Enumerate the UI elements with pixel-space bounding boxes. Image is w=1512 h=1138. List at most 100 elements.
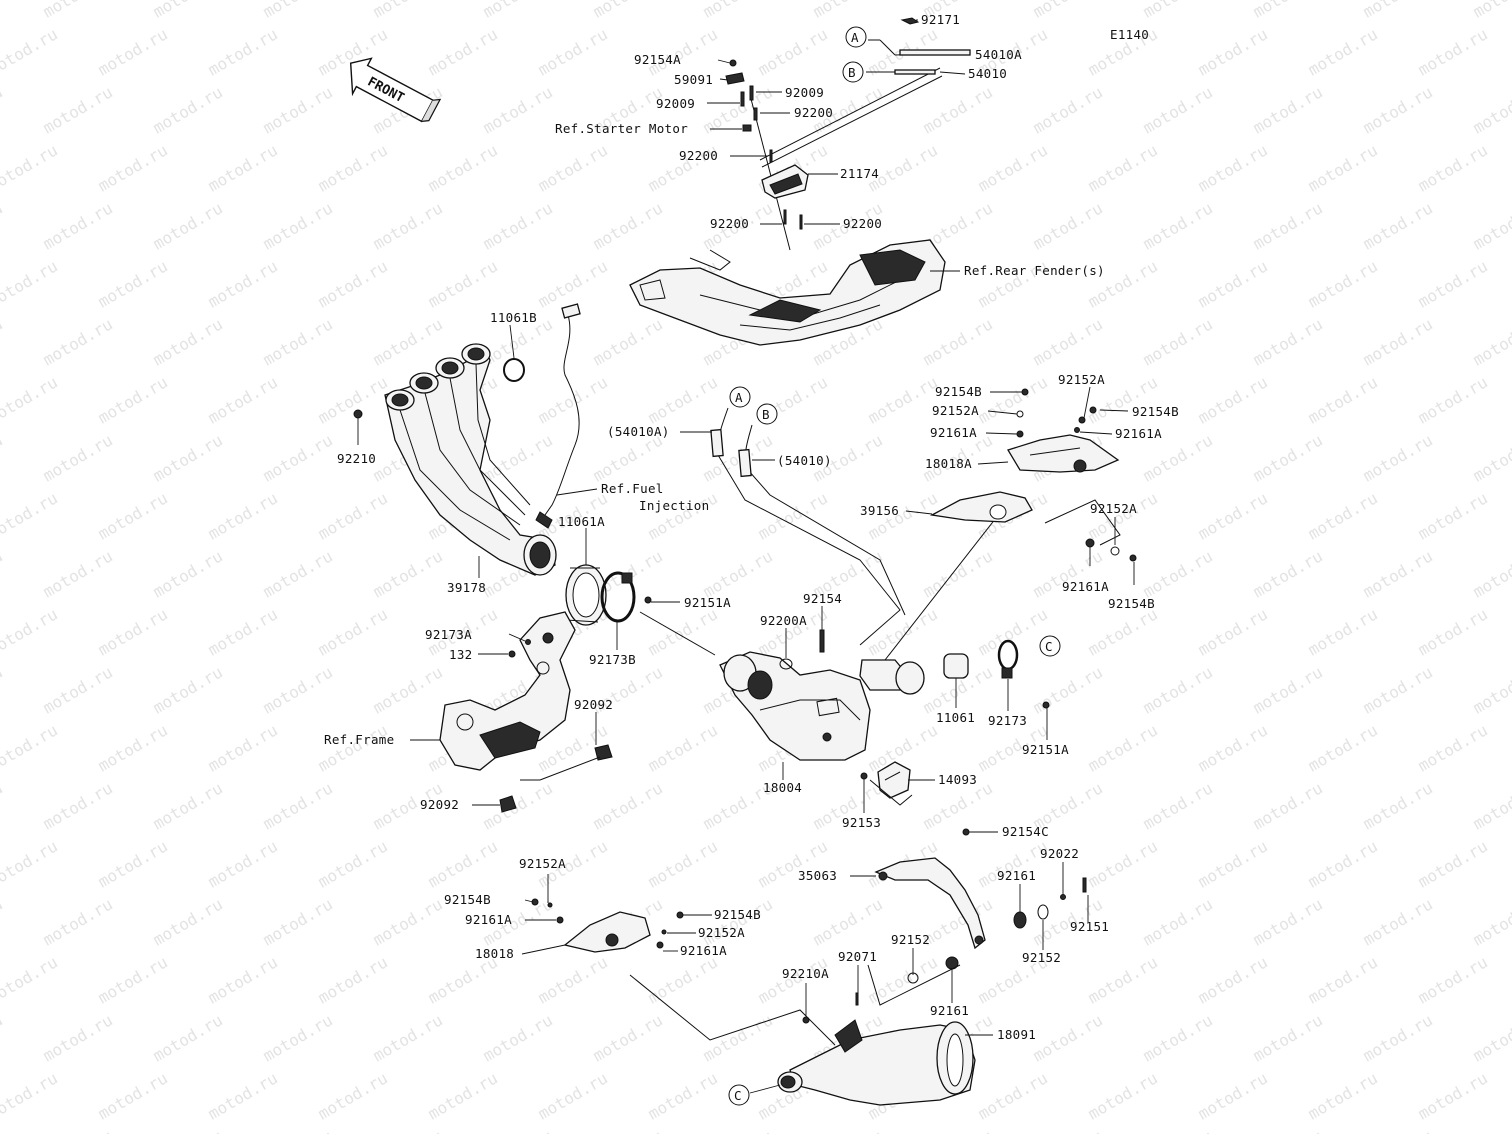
watermark-text: motod.ru [1140,314,1216,369]
watermark-text: motod.ru [205,140,281,195]
diagram-code: E1140 [1110,27,1149,42]
watermark-text: motod.ru [1360,894,1436,949]
callout-c-bottom: C [734,1088,742,1103]
watermark-text: motod.ru [1195,604,1271,659]
label-92152a-b: 92152A [1058,372,1105,387]
clip-92171 [900,17,920,25]
watermark-text: motod.ru [1030,1010,1106,1065]
watermark-text: motod.ru [535,140,611,195]
watermark-text: motod.ru [700,1010,776,1065]
watermark-text: motod.ru [865,372,941,427]
watermark-text: motod.ru [1305,140,1381,195]
pin-92200b [769,149,773,163]
watermark-text: motod.ru [1250,314,1326,369]
label-92161a-d: 92161A [465,912,512,927]
watermark-text: motod.ru [260,1010,336,1065]
watermark-text: motod.ru [1140,546,1216,601]
watermark-text: motod.ru [755,24,831,79]
watermark-text: motod.ru [0,198,6,253]
watermark-text: motod.ru [40,1010,116,1065]
label-92154b-e: 92154B [714,907,761,922]
watermark-text: motod.ru [975,604,1051,659]
watermark-text: motod.ru [425,836,501,891]
watermark-text: motod.ru [370,0,446,21]
watermark-text: motod.ru [1470,198,1512,253]
watermark-text: motod.ru [1085,836,1161,891]
watermark-text: motod.ru [480,82,556,137]
watermark-text: motod.ru [1195,140,1271,195]
watermark-text: motod.ru [1195,836,1271,891]
label-92200-b: 92200 [679,148,718,163]
label-92161: 92161 [997,868,1036,883]
watermark-text: motod.ru [645,372,721,427]
seal-59091 [725,72,745,85]
watermark-text: motod.ru [1360,0,1436,21]
nut-92210 [353,409,363,419]
watermark-text: motod.ru [1030,314,1106,369]
watermark-text: motod.ru [95,836,171,891]
watermark-text: motod.ru [95,372,171,427]
watermark-text: motod.ru [1305,488,1381,543]
watermark-text: motod.ru [700,0,776,21]
watermark-text: motod.ru [1305,604,1381,659]
watermark-text: motod.ru [260,546,336,601]
watermark-text: motod.ru [480,430,556,485]
gasket-11061b [503,358,525,382]
watermark-text: motod.ru [1195,1068,1271,1123]
label-59091: 59091 [674,72,713,87]
watermark-text: motod.ru [150,546,226,601]
watermark-text: motod.ru [590,198,666,253]
watermark-text: motod.ru [0,720,61,775]
collar-92200a [779,658,793,670]
watermark-text: motod.ru [1250,430,1326,485]
watermark-text: motod.ru [370,546,446,601]
watermark-text: motod.ru [205,836,281,891]
watermark-text: motod.ru [0,488,61,543]
exhaust-valve-cables [639,407,1011,661]
leader-lines [357,19,1135,1094]
pin-92009b [749,85,754,101]
watermark-text: motod.ru [150,0,226,21]
watermark-text: motod.ru [95,24,171,79]
muffler-18091 [777,992,976,1106]
watermark-text: motod.ru [1140,198,1216,253]
watermark-text: motod.ru [150,662,226,717]
watermark-text: motod.ru [260,662,336,717]
watermark-text: motod.ru [810,0,886,21]
watermark-text: motod.ru [150,1126,226,1134]
callout-b-mid: B [762,407,770,422]
watermark-text: motod.ru [95,720,171,775]
label-14093: 14093 [938,772,977,787]
watermark-text: motod.ru [1470,430,1512,485]
label-35063: 35063 [798,868,837,883]
watermark-text: motod.ru [0,82,6,137]
watermark-text: motod.ru [1415,488,1491,543]
watermark-text: motod.ru [425,140,501,195]
watermark-text: motod.ru [535,1068,611,1123]
label-92200-d: 92200 [843,216,882,231]
watermark-text: motod.ru [975,836,1051,891]
watermark-text: motod.ru [920,546,996,601]
label-54010: 54010 [968,66,1007,81]
watermark-text: motod.ru [0,952,61,1007]
watermark-text: motod.ru [1415,1068,1491,1123]
watermark-text: motod.ru [260,430,336,485]
watermark-text: motod.ru [205,952,281,1007]
label-21174: 21174 [840,166,879,181]
watermark-text: motod.ru [1195,24,1271,79]
watermark-text: motod.ru [95,140,171,195]
label-92200-c: 92200 [710,216,749,231]
watermark-text: motod.ru [645,720,721,775]
bolt-92151a-a [644,596,652,604]
watermark-text: motod.ru [1470,778,1512,833]
watermark-text: motod.ru [975,140,1051,195]
bolt-92154a [729,59,737,67]
ref-starter-bolt [742,124,752,132]
watermark-text: motod.ru [150,82,226,137]
clip-92173a [525,639,531,645]
watermark-text: motod.ru [1085,952,1161,1007]
label-92161a-e: 92161A [680,943,727,958]
watermark-text: motod.ru [150,894,226,949]
label-18018: 18018 [475,946,514,961]
watermark-text: motod.ru [1030,1126,1106,1134]
